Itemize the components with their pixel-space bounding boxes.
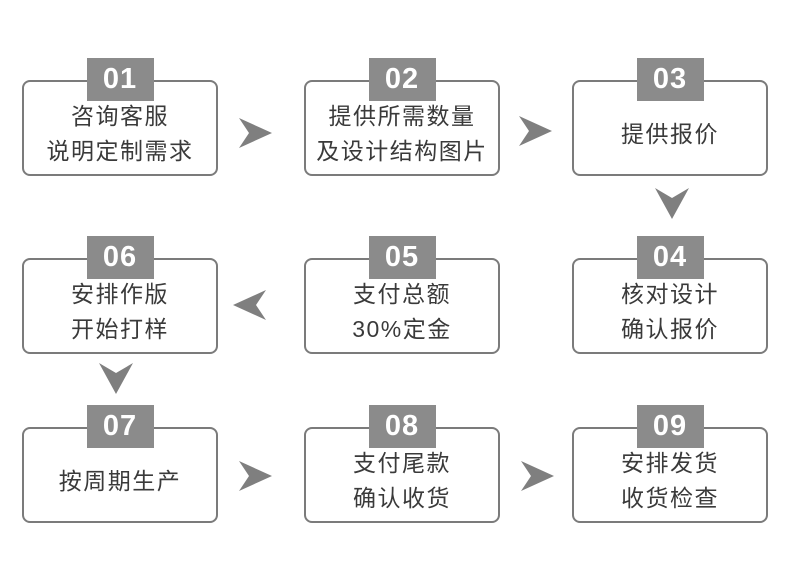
step-number-badge: 01 — [86, 58, 154, 101]
step-number: 06 — [102, 241, 138, 273]
flow-step-02: 02 提供所需数量 及设计结构图片 — [304, 58, 500, 176]
step-number-badge: 05 — [368, 236, 436, 279]
step-text-line: 安排作版 — [71, 281, 169, 307]
step-text-line: 确认报价 — [621, 316, 719, 342]
arrow-right-icon — [521, 461, 554, 491]
flow-step-04: 04 核对设计 确认报价 — [572, 236, 768, 354]
step-number: 07 — [102, 410, 138, 442]
step-text-line: 确认收货 — [353, 485, 451, 511]
step-text-line: 支付尾款 — [353, 450, 451, 476]
flow-step-08: 08 支付尾款 确认收货 — [304, 405, 500, 523]
arrow-right-icon — [519, 116, 552, 146]
step-number-badge: 02 — [368, 58, 436, 101]
step-number: 02 — [384, 63, 420, 95]
arrow-down-icon — [99, 363, 133, 394]
flow-step-06: 06 安排作版 开始打样 — [22, 236, 218, 354]
step-text-line: 说明定制需求 — [46, 138, 194, 164]
step-number-badge: 09 — [636, 405, 704, 448]
step-number-badge: 06 — [86, 236, 154, 279]
step-number-badge: 08 — [368, 405, 436, 448]
arrow-right-icon — [239, 461, 272, 491]
step-text-line: 及设计结构图片 — [316, 138, 488, 164]
step-number: 05 — [384, 241, 420, 273]
step-text-line: 安排发货 — [621, 450, 719, 476]
step-text-line: 咨询客服 — [71, 103, 169, 129]
arrow-left-icon — [233, 290, 266, 320]
step-number: 08 — [384, 410, 420, 442]
step-number-badge: 04 — [636, 236, 704, 279]
step-text-line: 30%定金 — [352, 316, 452, 342]
step-number-badge: 07 — [86, 405, 154, 448]
arrow-down-icon — [655, 188, 689, 219]
step-number-badge: 03 — [636, 58, 704, 101]
step-text-line: 核对设计 — [621, 281, 719, 307]
step-text-line: 收货检查 — [621, 485, 719, 511]
step-number: 09 — [652, 410, 688, 442]
step-number: 03 — [652, 63, 688, 95]
step-box: 支付尾款 确认收货 — [304, 427, 500, 523]
step-text-line: 开始打样 — [71, 316, 169, 342]
step-number: 04 — [652, 241, 688, 273]
flow-step-07: 07 按周期生产 — [22, 405, 218, 523]
step-text-line: 提供报价 — [621, 120, 719, 147]
step-text-line: 支付总额 — [353, 281, 451, 307]
step-text-line: 按周期生产 — [58, 467, 182, 494]
arrow-right-icon — [239, 118, 272, 148]
flow-step-09: 09 安排发货 收货检查 — [572, 405, 768, 523]
flow-step-03: 03 提供报价 — [572, 58, 768, 176]
flow-step-05: 05 支付总额 30%定金 — [304, 236, 500, 354]
step-text-line: 提供所需数量 — [328, 103, 476, 129]
step-number: 01 — [102, 63, 138, 95]
flow-step-01: 01 咨询客服 说明定制需求 — [22, 58, 218, 176]
